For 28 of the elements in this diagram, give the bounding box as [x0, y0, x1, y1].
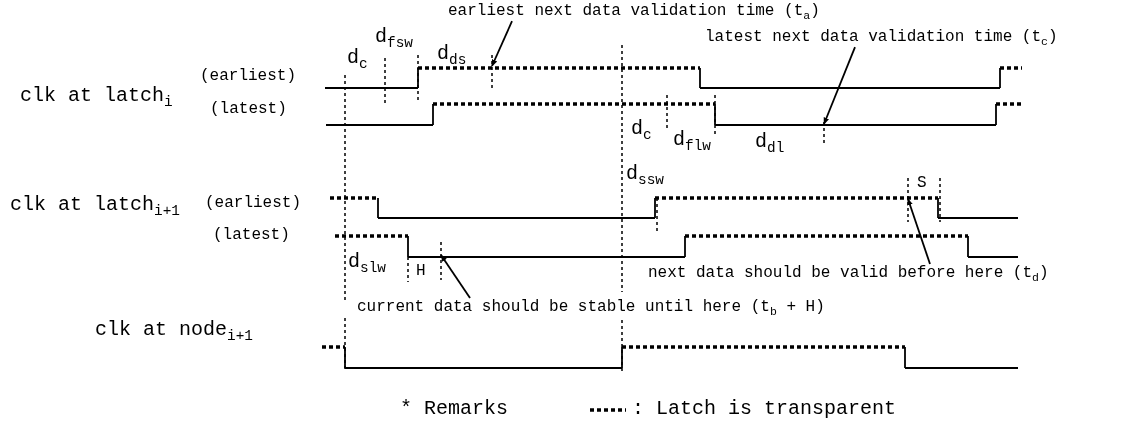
- delay-label: d$_{ssw}$: [626, 162, 664, 186]
- marker-line: [491, 54, 493, 91]
- delay-label: d$_{flw}$: [673, 128, 711, 152]
- annotation-text: latest next data validation time (t$_{c}$): [705, 28, 1058, 48]
- leader-arrow: [491, 20, 513, 67]
- delay-label: H: [416, 262, 426, 282]
- note: (latest): [210, 100, 287, 120]
- note: (latest): [213, 226, 290, 246]
- note: (earliest): [200, 67, 296, 87]
- delay-label: d$_{ds}$: [437, 42, 467, 66]
- signal-name: clk at latch$_{i}$: [20, 84, 173, 108]
- marker-line: [823, 121, 825, 144]
- annotation-text: next data should be valid before here (t$_{d}$): [648, 264, 1049, 284]
- delay-label: d$_{c}$: [347, 46, 368, 70]
- delay-label: d$_{c}$: [631, 117, 652, 141]
- marker-line: [907, 177, 909, 223]
- note: (earliest): [205, 194, 301, 214]
- note: * Remarks: [400, 397, 509, 421]
- marker-line: [440, 241, 442, 281]
- leader-arrow: [907, 198, 931, 265]
- annotation-text: current data should be stable until here (t$_{b}$ + H): [357, 298, 825, 318]
- signal-name: clk at latch$_{i+1}$: [10, 193, 180, 217]
- signal-name: clk at node$_{i+1}$: [95, 318, 253, 342]
- leader-arrow: [823, 46, 856, 125]
- legend-text: : Latch is transparent: [632, 397, 897, 421]
- annotation-text: earliest next data validation time (t$_{a}$): [448, 2, 820, 22]
- delay-label: S: [917, 174, 927, 194]
- leader-arrow: [440, 254, 471, 299]
